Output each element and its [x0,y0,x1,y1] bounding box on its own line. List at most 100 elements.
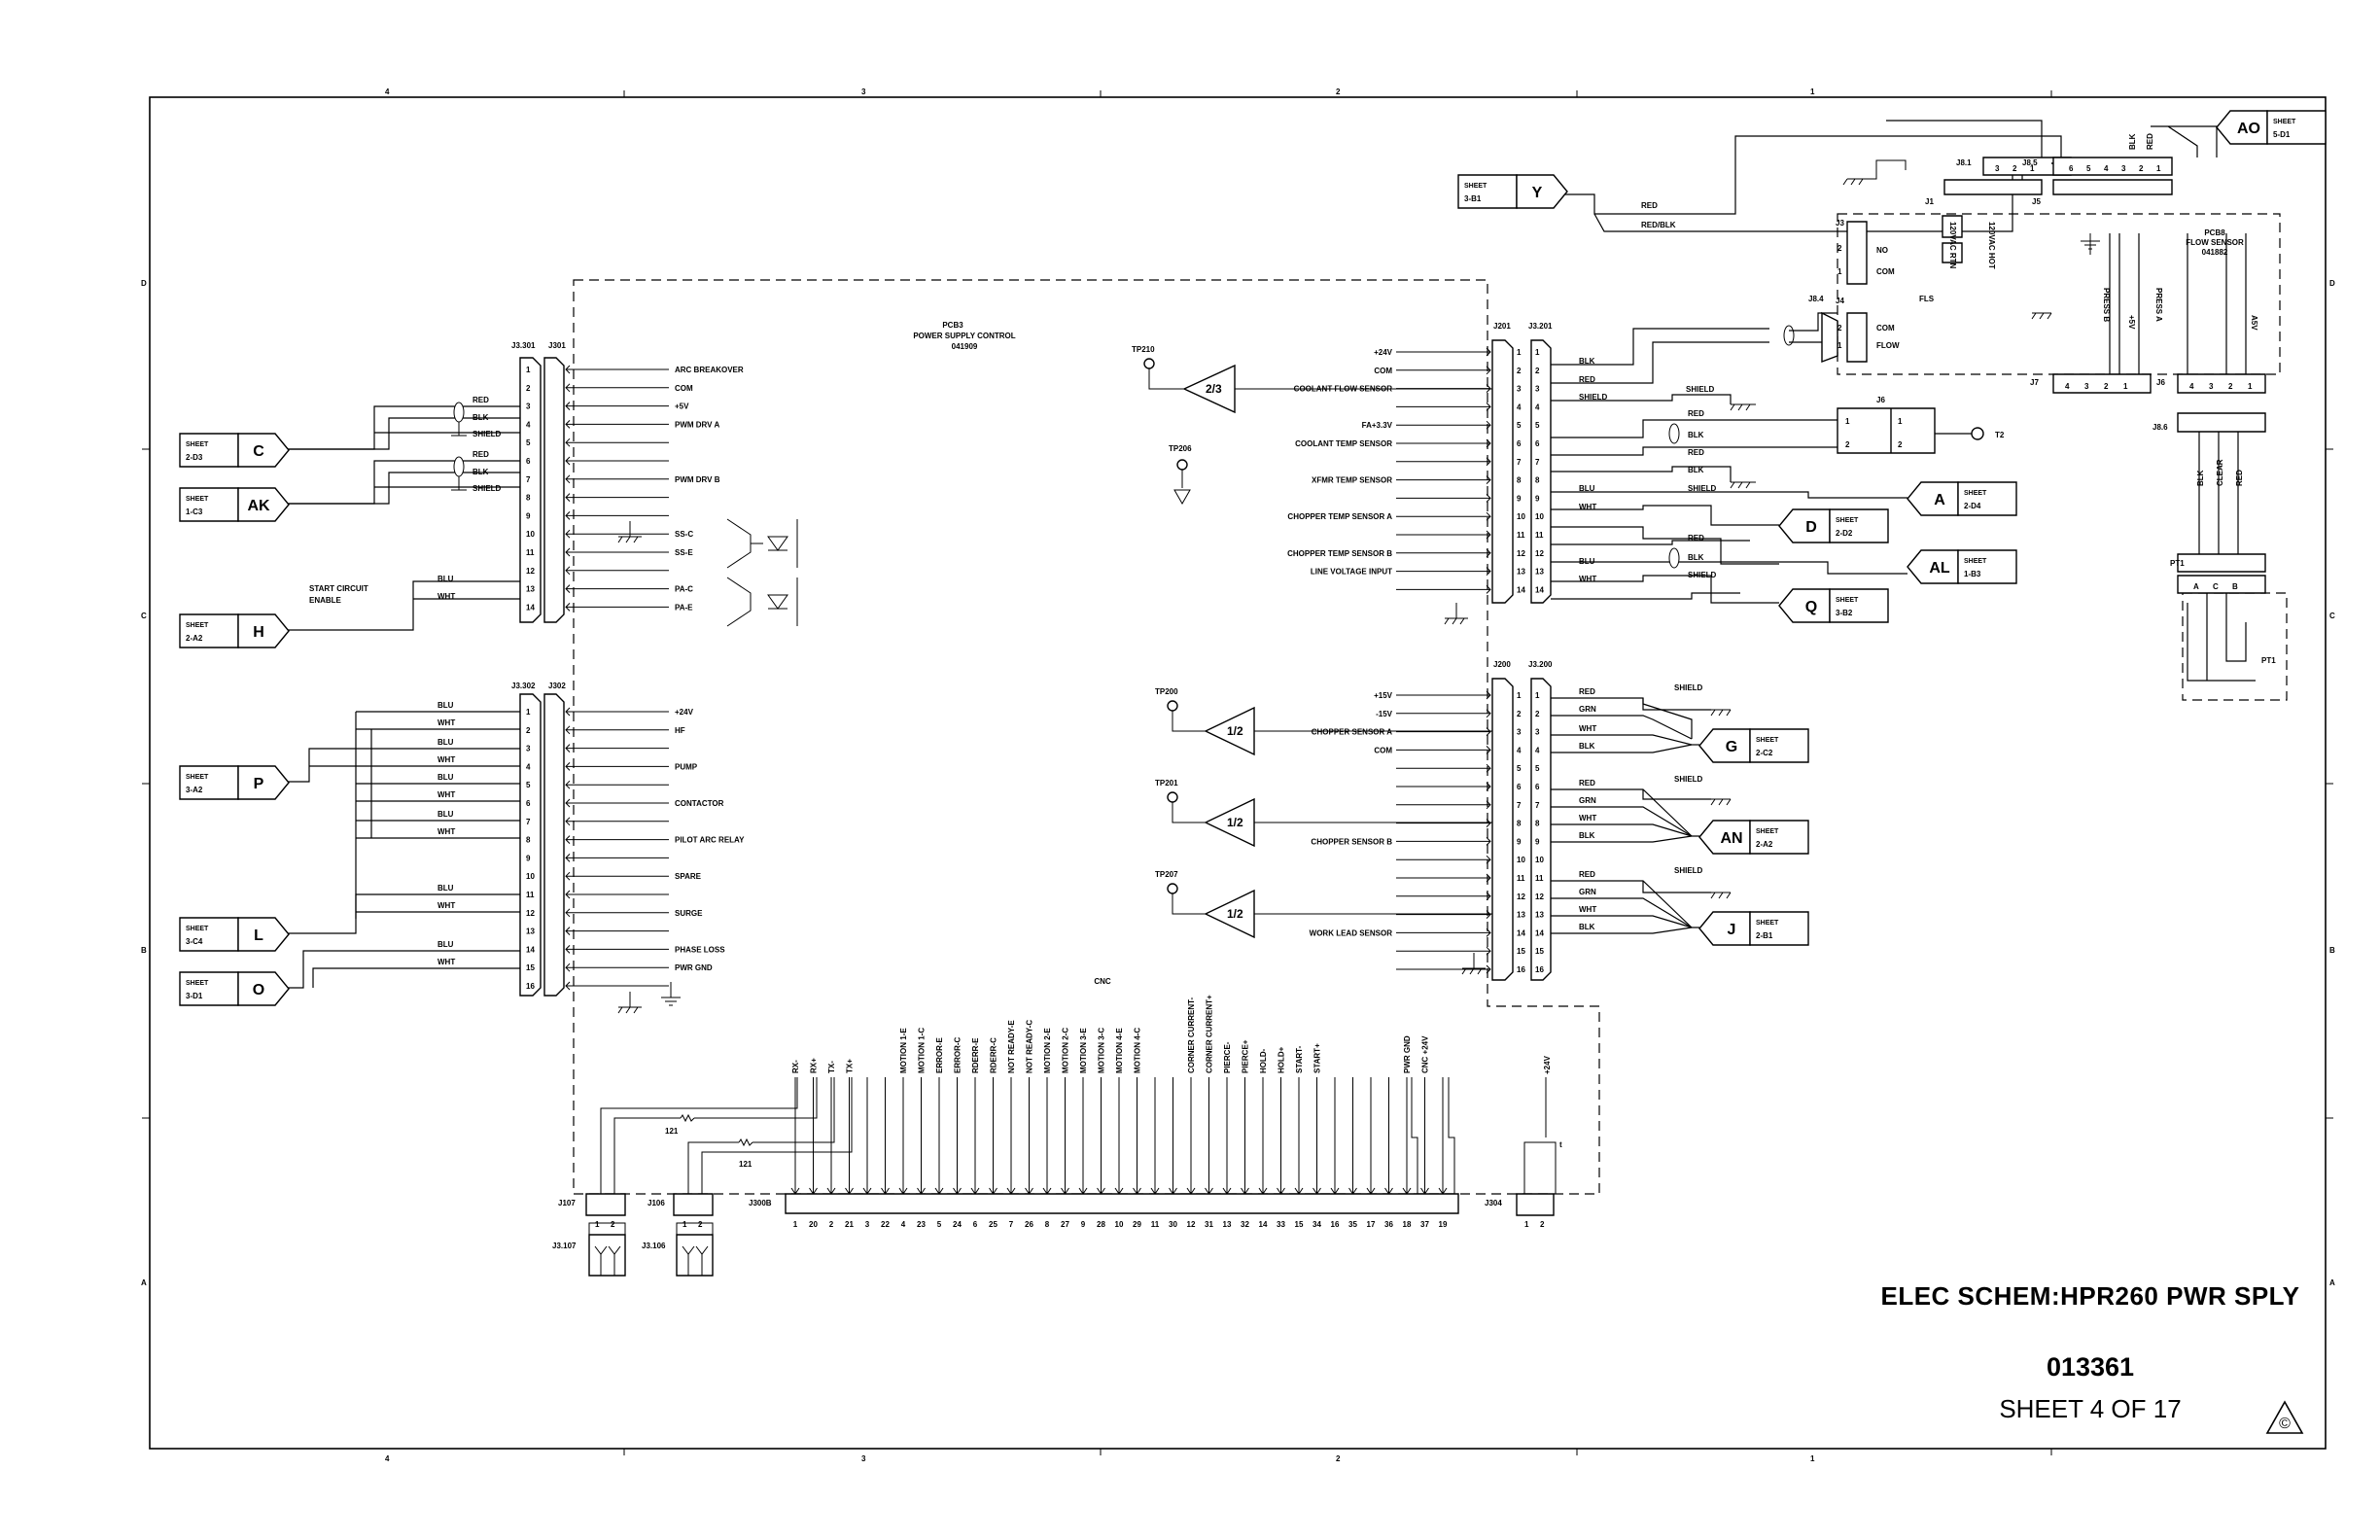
svg-text:BLK: BLK [1579,357,1595,366]
pin-wire [1396,530,1491,540]
cnc-signal-label: MOTION 4-C [1134,1028,1142,1073]
cnc-pin-wire [898,1077,908,1195]
connector-pin-number: 1 [1845,417,1850,426]
cnc-pin-wire [970,1077,980,1195]
signal-label: +24V [1374,348,1393,357]
pin-wire [565,780,669,789]
j300b-label: J300B [749,1199,772,1208]
pin-wire [1396,402,1491,411]
zone-col-2: 2 [1336,88,1341,96]
svg-text:BLK: BLK [1579,742,1595,751]
signal-label: PA-C [675,585,693,594]
cnc-signal-label: MOTION 3-C [1098,1028,1106,1073]
pin-number: 7 [526,475,531,484]
pcb3-outline [573,279,1600,1195]
j300b-pin-number: 17 [1367,1220,1376,1229]
signal-label: LINE VOLTAGE INPUT [1311,568,1392,577]
zone-col-1: 1 [1810,88,1815,96]
svg-text:SHIELD: SHIELD [1688,571,1717,579]
zone-col-1-bottom: 1 [1810,1454,1815,1463]
j107-label: J107 [558,1199,576,1208]
svg-text:2-C2: 2-C2 [1756,749,1773,757]
cnc-pin-wire [989,1077,998,1195]
signal-label: COOLANT TEMP SENSOR [1295,439,1392,448]
pin-number: 12 [1517,549,1525,558]
connector-pin-number: 6 [2069,164,2074,173]
connector-bodies [519,339,1552,997]
zone-row-d-right: D [2329,279,2335,288]
connector-pin-number: 2 [1838,324,1842,332]
svg-text:RED: RED [1641,201,1658,210]
pin-number-mate: 14 [1535,585,1544,594]
svg-text:BLK: BLK [1579,923,1595,931]
zone-col-3: 3 [861,88,866,96]
svg-text:NO: NO [1876,246,1888,255]
svg-text:O: O [253,982,264,998]
svg-text:PRESS A: PRESS A [2154,288,2163,322]
pin-wire [565,456,669,466]
top-right-labels: J8.1 J8.5 J1 J5 J3 J8.4 J4 J6 T2 J7 J6 J… [1641,133,2276,665]
signal-label: COM [1374,746,1392,754]
svg-text:H: H [253,624,264,641]
svg-text:3-C4: 3-C4 [186,937,203,946]
pin-number: 14 [1517,928,1525,937]
svg-text:+5V: +5V [2127,315,2136,330]
pin-wire [1396,567,1491,576]
tp207-label: TP207 [1155,870,1178,879]
pin-number-mate: 14 [1535,928,1544,937]
j300b-pin-number: 7 [1009,1220,1014,1229]
svg-text:2: 2 [698,1220,703,1229]
j300b-body [785,1193,1459,1214]
svg-text:©: © [2279,1416,2291,1432]
cnc-pin-wire [862,1077,872,1195]
j301-label: J301 [548,341,566,350]
pin-number-mate: 15 [1535,947,1544,956]
left-wire-colors-j3302: BLU WHT BLU WHT BLU WHT BLU WHT BLU WHT … [438,701,455,966]
pin-wire [1396,746,1491,754]
svg-text:SHEET: SHEET [186,441,209,448]
pin-number-mate: 6 [1535,783,1540,791]
svg-text:J6: J6 [1876,396,1885,404]
cnc-pin-wire [1420,1077,1429,1195]
cnc-pin-wire [1438,1077,1448,1195]
cnc-pin-wire [1097,1077,1105,1195]
pin-number: 3 [526,745,531,753]
svg-text:GRN: GRN [1579,888,1596,896]
svg-text:SHEET: SHEET [1756,828,1779,835]
signal-label: ARC BREAKOVER [675,366,744,374]
cnc-pin-wire [1330,1077,1340,1195]
enable-label: ENABLE [309,596,342,605]
pin-number-mate: 5 [1535,421,1540,430]
pin-wire [565,744,669,752]
svg-text:RED: RED [1579,375,1595,384]
cnc-pin-wire [1169,1077,1177,1195]
cnc-pin-wire [1150,1077,1160,1195]
svg-text:BLK: BLK [1579,831,1595,840]
pin-number-mate: 1 [1535,691,1540,700]
j300b-pin-number: 6 [973,1220,978,1229]
connector-pin-number: 1 [1838,341,1842,350]
wire-wht-1: WHT [438,592,455,601]
cnc-signal-label: RX- [791,1060,800,1073]
svg-text:RED: RED [1579,687,1595,696]
pin-number: 10 [1517,512,1525,521]
cnc-pin-wire [1061,1077,1069,1195]
cnc-signal-label: HOLD+ [1278,1046,1286,1073]
pin-number: 13 [526,585,535,594]
pin-wire [565,365,669,374]
cnc-pin-wire [1402,1077,1412,1195]
signal-label: PILOT ARC RELAY [675,836,745,845]
tp200-label: TP200 [1155,687,1178,696]
svg-text:BLU: BLU [438,773,454,782]
svg-text:2: 2 [611,1220,615,1229]
pin-number: 2 [1517,710,1522,718]
pin-number: 10 [526,530,535,539]
connector-pin-number: 1 [2248,382,2253,391]
svg-text:SHIELD: SHIELD [1674,866,1703,875]
pin-number: 13 [1517,911,1525,920]
svg-text:GRN: GRN [1579,796,1596,805]
